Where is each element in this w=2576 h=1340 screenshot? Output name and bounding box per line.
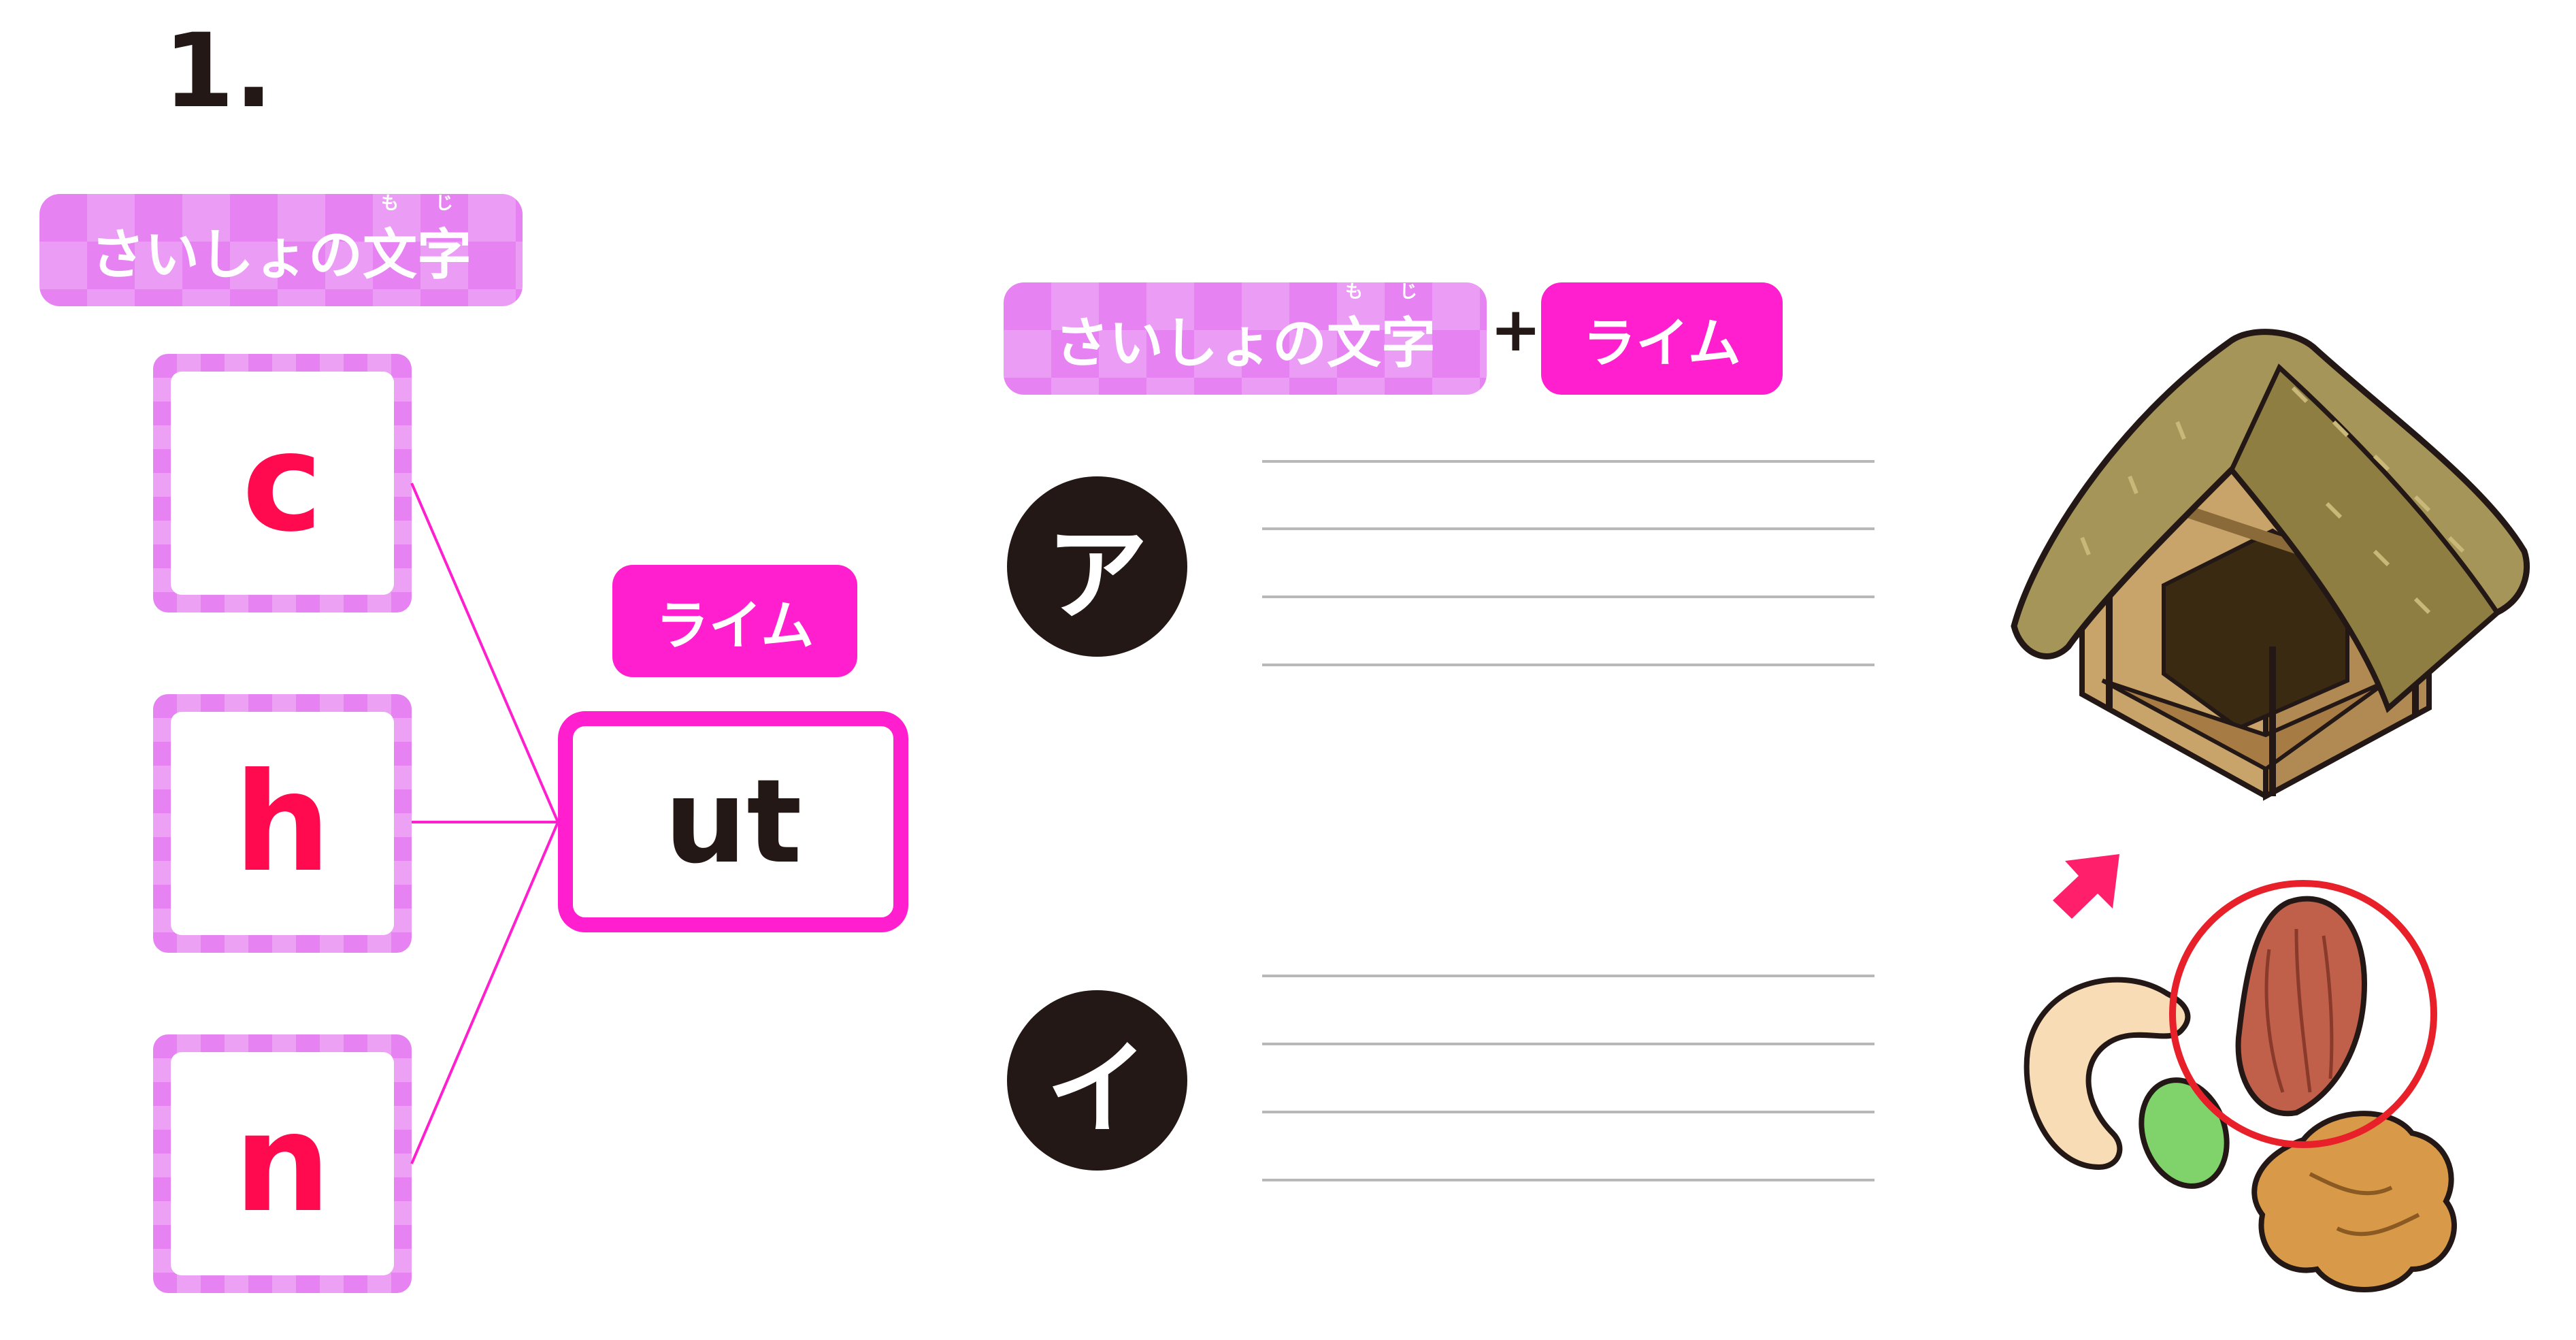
first-letter-label-ruby: も じ <box>363 194 472 214</box>
letter-card-n[interactable]: n <box>153 1034 412 1293</box>
answer-a-line-4[interactable] <box>1262 664 1875 666</box>
formula-rime-label: ライム <box>1541 282 1783 395</box>
answer-a-line-3[interactable] <box>1262 595 1875 598</box>
letter-card-c[interactable]: c <box>153 354 412 612</box>
rime-label: ライム <box>612 565 857 677</box>
pointer-arrow-icon <box>2053 854 2119 919</box>
ruby-mo: も <box>380 194 399 214</box>
plus-sign: + <box>1490 294 1542 365</box>
formula-label-kanji-wrap: 文字 も じ <box>1327 282 1436 378</box>
first-letter-label-kanji: 文字 <box>363 223 472 287</box>
answer-a-line-2[interactable] <box>1262 527 1875 530</box>
formula-label-ruby: も じ <box>1327 282 1436 303</box>
nut-picture <box>2024 854 2457 1292</box>
rime-box: ut <box>558 711 908 932</box>
letter-h: h <box>171 712 394 935</box>
first-letter-label: さいしょの 文字 も じ <box>39 194 523 306</box>
letter-c: c <box>171 372 394 595</box>
formula-label-kanji: 文字 <box>1327 311 1436 375</box>
formula-first-letter-label: さいしょの 文字 も じ <box>1004 282 1487 395</box>
first-letter-label-kanji-wrap: 文字 も じ <box>363 194 472 290</box>
ruby-ji: じ <box>435 194 453 214</box>
formula-label-kana: さいしょの <box>1055 311 1327 375</box>
answer-i-line-4[interactable] <box>1262 1179 1875 1181</box>
first-letter-label-kana: さいしょの <box>90 223 363 287</box>
connector-line-c <box>410 483 559 823</box>
answer-i-line-1[interactable] <box>1262 975 1875 977</box>
answer-i-line-2[interactable] <box>1262 1043 1875 1045</box>
formula-ruby-ji: じ <box>1399 282 1417 302</box>
answer-label-a: ア <box>1007 476 1187 657</box>
answer-a-line-1[interactable] <box>1262 460 1875 463</box>
connector-lines <box>410 483 559 1164</box>
letter-n: n <box>171 1052 394 1275</box>
letter-card-h[interactable]: h <box>153 694 412 953</box>
question-number: 1. <box>163 12 274 131</box>
answer-label-i: イ <box>1007 990 1187 1171</box>
formula-ruby-mo: も <box>1344 282 1363 302</box>
connector-line-n <box>410 821 559 1164</box>
answer-i-line-3[interactable] <box>1262 1111 1875 1113</box>
hut-picture <box>2011 329 2530 801</box>
